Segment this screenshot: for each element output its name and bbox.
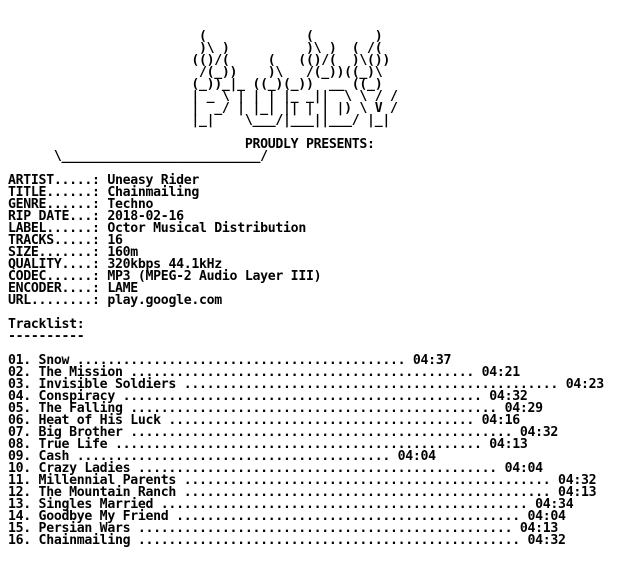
track-row: 06. Heat of His Luck ...................… bbox=[8, 413, 520, 428]
tracklist-rule: ---------- bbox=[8, 329, 85, 344]
info-value: Octor Musical Distribution bbox=[107, 221, 306, 236]
logo-line: /(_)) )\ /(_))((_)\ bbox=[8, 65, 383, 80]
info-key: TITLE...... bbox=[8, 185, 93, 200]
presents-line: PROUDLY PRESENTS: bbox=[8, 137, 375, 152]
track-row: 12. The Mountain Ranch .................… bbox=[8, 485, 597, 500]
info-value: Techno bbox=[107, 197, 154, 212]
info-key: CODEC...... bbox=[8, 269, 93, 284]
info-artist: ARTIST.....: Uneasy Rider bbox=[8, 173, 200, 188]
track-row: 09. Cash ...............................… bbox=[8, 449, 436, 464]
info-value: 16 bbox=[107, 233, 123, 248]
track-row: 11. Millennial Parents .................… bbox=[8, 473, 597, 488]
logo-line: |_| \___/|___||___/ |_| bbox=[8, 113, 390, 128]
track-row: 03. Invisible Soldiers .................… bbox=[8, 377, 604, 392]
info-value: 320kbps 44.1kHz bbox=[107, 257, 222, 272]
info-value: 160m bbox=[107, 245, 138, 260]
info-value: 2018-02-16 bbox=[107, 209, 184, 224]
info-value: LAME bbox=[107, 281, 138, 296]
info-ripdate: RIP DATE...: 2018-02-16 bbox=[8, 209, 184, 224]
track-row: 02. The Mission ........................… bbox=[8, 365, 520, 380]
track-row: 14. Goodbye My Friend ..................… bbox=[8, 509, 566, 524]
info-key: ENCODER.... bbox=[8, 281, 93, 296]
logo-line: (_))_|_ ((_)(_)) __ ((_) bbox=[8, 77, 383, 92]
info-codec: CODEC......: MP3 (MPEG-2 Audio Layer III… bbox=[8, 269, 322, 284]
info-key: TRACKS..... bbox=[8, 233, 93, 248]
nfo-text: ( ( ) )\ ) )\ ) ( /( (()/( ( (()/( )\())… bbox=[8, 29, 604, 548]
track-row: 01. Snow ...............................… bbox=[8, 353, 452, 368]
info-title: TITLE......: Chainmailing bbox=[8, 185, 200, 200]
logo-line: | _/ | |_| || | | |) \ V / bbox=[8, 101, 398, 116]
logo-line: | _ \ | | | |_ _|| \ \ / / bbox=[8, 89, 398, 104]
blank-line bbox=[8, 307, 604, 319]
logo-line: )\ ) )\ ) ( /( bbox=[8, 41, 383, 56]
info-encoder: ENCODER....: LAME bbox=[8, 281, 138, 296]
presents-underline: \__________________________/ bbox=[8, 149, 268, 164]
track-row: 04. Conspiracy .........................… bbox=[8, 389, 528, 404]
info-value: MP3 (MPEG-2 Audio Layer III) bbox=[107, 269, 322, 284]
track-row: 05. The Falling ........................… bbox=[8, 401, 543, 416]
logo-line: (()/( ( (()/( )\()) bbox=[8, 53, 390, 68]
info-url: URL........: play.google.com bbox=[8, 293, 222, 308]
info-key: LABEL...... bbox=[8, 221, 93, 236]
info-key: QUALITY.... bbox=[8, 257, 93, 272]
logo-line: ( ( ) bbox=[8, 29, 383, 44]
tracklist-heading: Tracklist: bbox=[8, 317, 85, 332]
info-key: ARTIST..... bbox=[8, 173, 93, 188]
track-row: 15. Persian Wars .......................… bbox=[8, 521, 559, 536]
info-quality: QUALITY....: 320kbps 44.1kHz bbox=[8, 257, 222, 272]
info-key: RIP DATE... bbox=[8, 209, 93, 224]
track-row: 08. True Life ..........................… bbox=[8, 437, 528, 452]
track-row: 07. Big Brother ........................… bbox=[8, 425, 559, 440]
track-row: 16. Chainmailing .......................… bbox=[8, 533, 566, 548]
info-key: GENRE...... bbox=[8, 197, 93, 212]
info-size: SIZE.......: 160m bbox=[8, 245, 138, 260]
info-label: LABEL......: Octor Musical Distribution bbox=[8, 221, 306, 236]
info-key: URL........ bbox=[8, 293, 93, 308]
info-key: SIZE....... bbox=[8, 245, 93, 260]
info-genre: GENRE......: Techno bbox=[8, 197, 154, 212]
info-value: Chainmailing bbox=[107, 185, 200, 200]
track-row: 10. Crazy Ladies .......................… bbox=[8, 461, 543, 476]
info-tracks: TRACKS.....: 16 bbox=[8, 233, 123, 248]
track-row: 13. Singles Married ....................… bbox=[8, 497, 574, 512]
info-value: Uneasy Rider bbox=[107, 173, 200, 188]
info-value: play.google.com bbox=[107, 293, 222, 308]
